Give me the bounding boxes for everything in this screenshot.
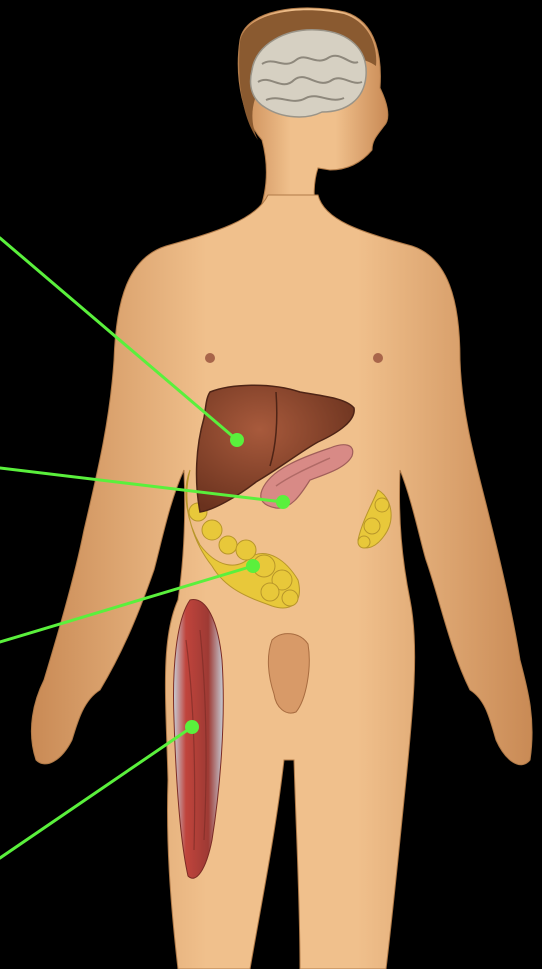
- endpoint-liver: [230, 433, 244, 447]
- nipple-right: [373, 353, 383, 363]
- nipple-left: [205, 353, 215, 363]
- endpoint-muscle: [185, 720, 199, 734]
- leader-line-muscle: [0, 727, 192, 858]
- endpoint-adipose: [246, 559, 260, 573]
- endpoint-pancreas: [276, 495, 290, 509]
